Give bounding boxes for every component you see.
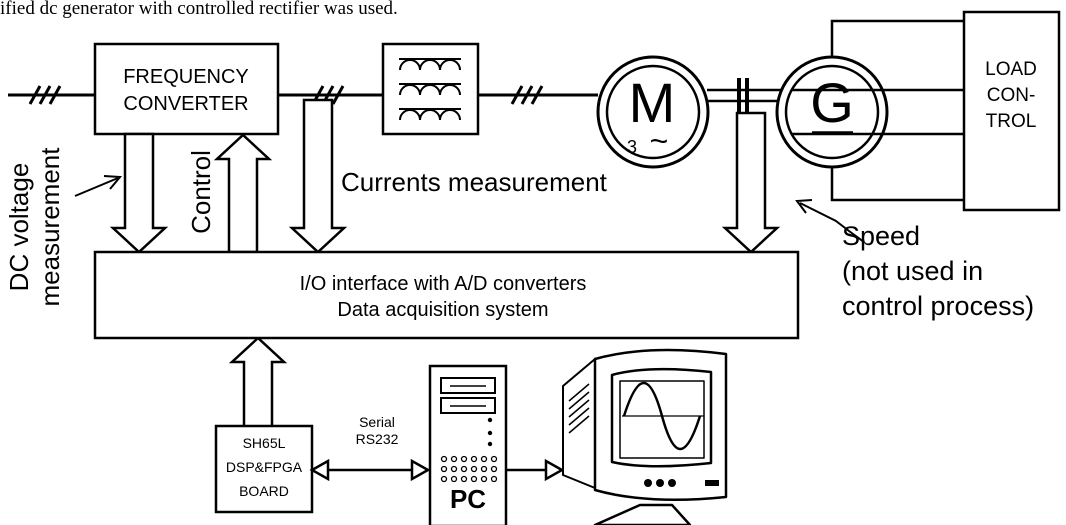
motor-ac-symbol: ~ bbox=[650, 123, 669, 159]
inductor-coil-icon bbox=[399, 58, 461, 121]
dc-voltage-label-line1: DC voltage bbox=[4, 163, 34, 292]
io-interface-block: I/O interface with A/D converters Data a… bbox=[93, 250, 800, 340]
speed-label-line1: Speed bbox=[842, 221, 920, 251]
frequency-converter-label-line1: FREQUENCY bbox=[123, 66, 249, 88]
dc-voltage-arrow bbox=[109, 132, 169, 254]
pc-label: PC bbox=[450, 484, 486, 514]
monitor-vent-lines bbox=[568, 383, 590, 434]
pc-monitor-arrow bbox=[506, 458, 565, 482]
motor-letter: M bbox=[629, 71, 676, 134]
load-wiring bbox=[791, 19, 964, 202]
serial-label-line1: Serial bbox=[359, 414, 395, 430]
monitor-icon bbox=[562, 348, 728, 525]
speed-arrow bbox=[721, 111, 781, 254]
filter-block bbox=[381, 42, 480, 136]
power-line bbox=[8, 85, 598, 105]
pc-tower-icon: PC bbox=[428, 364, 508, 525]
generator-block: G bbox=[775, 55, 889, 169]
dsp-board-label-line2: DSP&FPGA bbox=[226, 459, 303, 475]
load-control-block: LOAD CON- TROL bbox=[962, 10, 1061, 212]
dsp-board-label-line1: SH65L bbox=[243, 435, 286, 451]
dsp-board-label-line3: BOARD bbox=[239, 483, 289, 499]
load-control-label-line1: LOAD bbox=[985, 59, 1037, 80]
serial-link-arrow bbox=[309, 458, 431, 482]
speed-label-line2: (not used in bbox=[842, 256, 983, 286]
control-label: Control bbox=[186, 150, 216, 234]
control-arrow bbox=[213, 133, 273, 254]
pointer-arrows bbox=[74, 175, 865, 243]
currents-label: Currents measurement bbox=[341, 167, 608, 197]
motor-block: M 3 ~ bbox=[596, 55, 710, 169]
frequency-converter-label-line2: CONVERTER bbox=[123, 93, 248, 115]
speed-label-line3: control process) bbox=[842, 291, 1034, 321]
dc-voltage-label-line2: measurement bbox=[35, 147, 65, 307]
header-text: ified dc generator with controlled recti… bbox=[0, 0, 398, 19]
load-control-label-line3: TROL bbox=[986, 111, 1037, 132]
serial-label-line2: RS232 bbox=[356, 431, 399, 447]
signal-arrows bbox=[109, 98, 781, 512]
load-control-label-line2: CON- bbox=[987, 85, 1036, 106]
shaft-coupling bbox=[707, 78, 783, 113]
frequency-converter-block: FREQUENCY CONVERTER bbox=[93, 42, 280, 136]
io-interface-label-line2: Data acquisition system bbox=[337, 299, 548, 321]
generator-letter: G bbox=[810, 71, 854, 134]
io-interface-label-line1: I/O interface with A/D converters bbox=[300, 273, 587, 295]
dsp-board-block: SH65L DSP&FPGA BOARD bbox=[214, 424, 314, 514]
currents-arrow bbox=[288, 98, 348, 254]
motor-phase-count: 3 bbox=[627, 137, 637, 157]
